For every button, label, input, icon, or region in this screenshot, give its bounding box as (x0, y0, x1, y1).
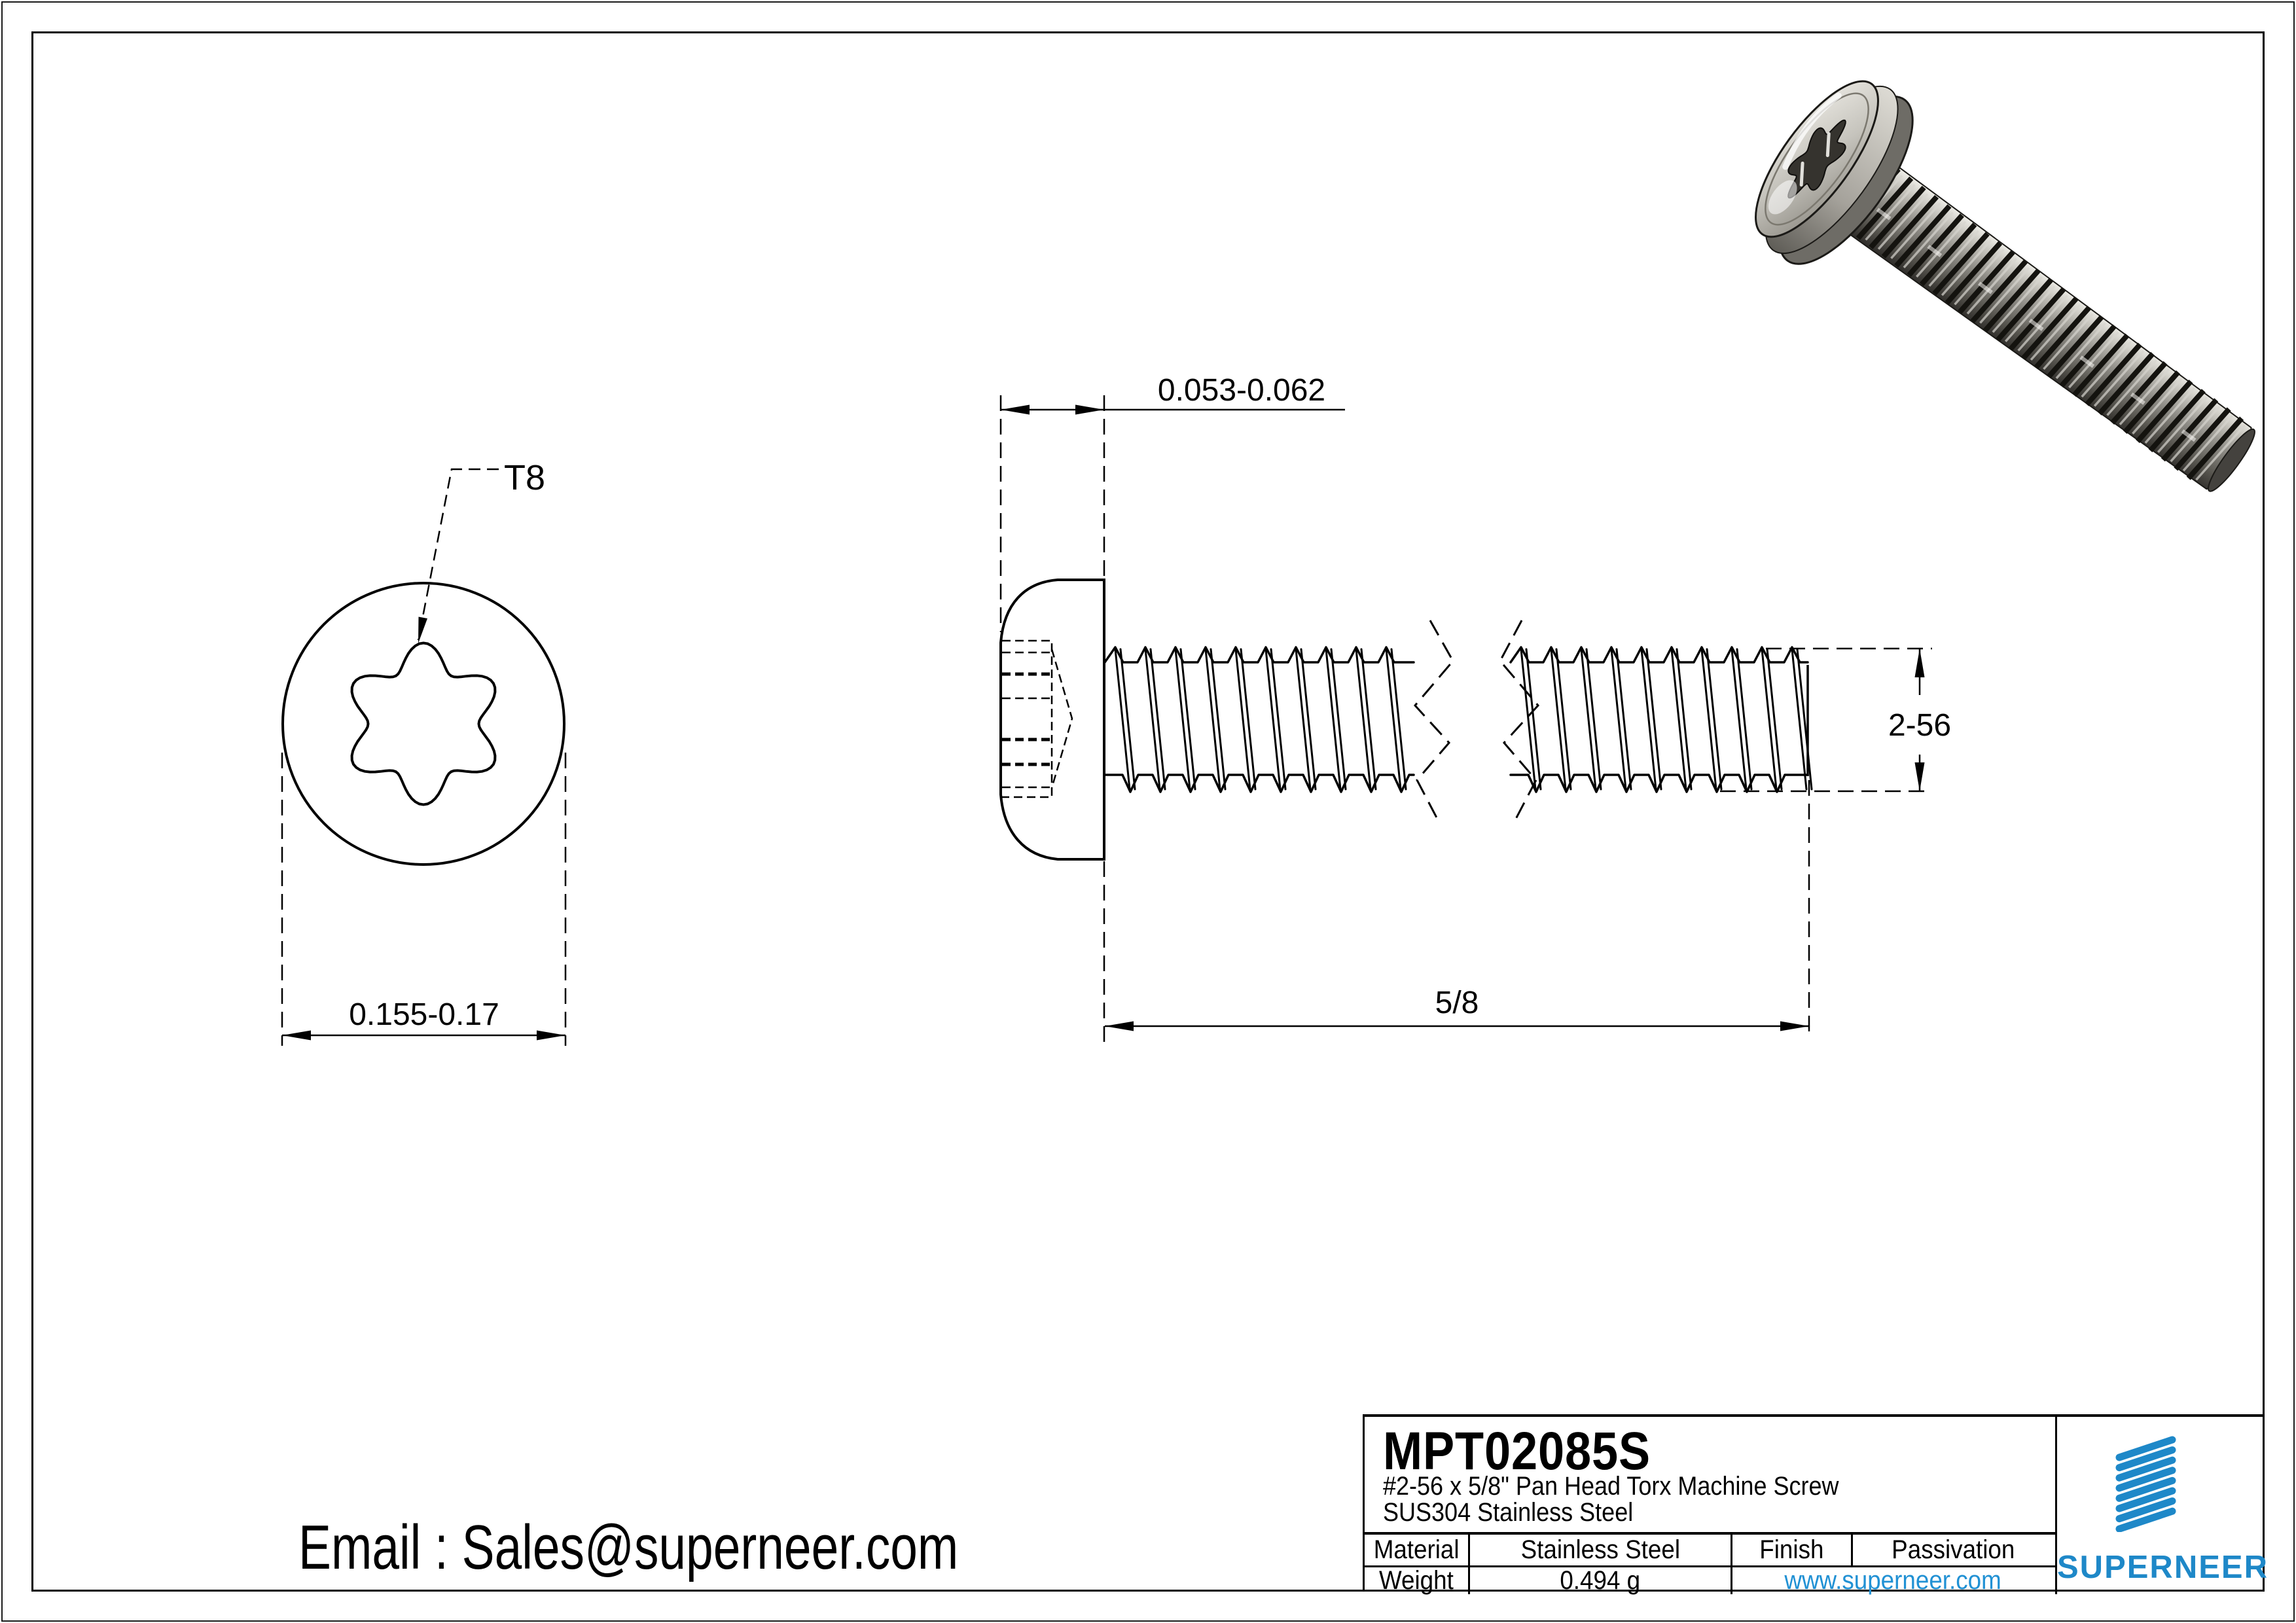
weight-value: 0.494 g (1560, 1566, 1641, 1595)
recess-glint (1799, 132, 1831, 187)
thread-segment-left (1103, 646, 1415, 793)
material-value: Stainless Steel (1520, 1535, 1680, 1564)
specular-highlight (1782, 92, 1842, 170)
thread-ridges (1831, 158, 2246, 481)
length-dimension: 5/8 (1435, 986, 1479, 1020)
specular-highlight (1768, 180, 1797, 215)
torx-recess-outline (350, 641, 497, 806)
dim-arrow (282, 1030, 311, 1041)
break-lines (1414, 620, 1539, 822)
part-material-description: SUS304 Stainless Steel (1383, 1498, 1634, 1527)
leader-arrowhead (418, 616, 427, 643)
finish-label: Finish (1759, 1535, 1824, 1564)
part-number: MPT02085S (1383, 1421, 1651, 1481)
extension-lines (999, 395, 1932, 1044)
dim-arrow (1914, 762, 1925, 791)
front-view (281, 468, 567, 1046)
thread-size-dimension: 2-56 (1888, 708, 1951, 743)
email-text: Email : Sales@superneer.com (298, 1512, 959, 1582)
head-outline-circle (281, 582, 565, 866)
dim-arrow (537, 1030, 565, 1041)
head-height-dimension: 0.053-0.062 (1158, 373, 1325, 408)
weight-value-cell: 0.494 g (1470, 1566, 1732, 1595)
material-value-cell: Stainless Steel (1470, 1535, 1732, 1565)
material-label: Material (1373, 1535, 1460, 1564)
torx-size-label: T8 (504, 458, 545, 497)
shaft-tip (2208, 428, 2255, 492)
material-label-cell: Material (1365, 1535, 1470, 1565)
dim-arrow (1780, 1021, 1809, 1031)
dim-arrow (1105, 1021, 1134, 1031)
side-view (999, 395, 1932, 1044)
thread-segment-right (1509, 646, 1813, 793)
diameter-ext-lines (281, 753, 567, 1046)
spec-row-weight-website: Weight 0.494 g www.superneer.com (1365, 1565, 2055, 1595)
superneer-logo-icon (2115, 1436, 2176, 1532)
torx-leader-line (417, 468, 499, 641)
finish-label-cell: Finish (1732, 1535, 1853, 1565)
shaft-glint (1876, 207, 2217, 457)
dim-arrow (1001, 404, 1030, 415)
title-block: MPT02085S #2-56 x 5/8" Pan Head Torx Mac… (1363, 1414, 2267, 1595)
sheet-border (31, 31, 2265, 1592)
weight-label: Weight (1379, 1566, 1454, 1595)
brand-name: SUPERNEER (2057, 1550, 2269, 1585)
finish-value-cell: Passivation (1853, 1535, 2053, 1565)
dim-arrow (1075, 404, 1104, 415)
screw-shaft (1820, 145, 2252, 490)
brand-column: SUPERNEER (2055, 1417, 2267, 1594)
head-diameter-dimension: 0.155-0.17 (349, 997, 499, 1032)
screw-3d-render (1755, 80, 2255, 492)
head-profile (999, 579, 1105, 861)
weight-label-cell: Weight (1365, 1566, 1470, 1595)
website-link[interactable]: www.superneer.com (1784, 1566, 2001, 1595)
torx-recess-hidden-lines (1002, 639, 1073, 798)
recess-cone-hidden-line (1050, 649, 1073, 789)
spec-table: Material Stainless Steel Finish Passivat… (1365, 1532, 2055, 1595)
dim-arrow (1914, 649, 1925, 677)
website-cell: www.superneer.com (1732, 1566, 2053, 1595)
part-description: #2-56 x 5/8" Pan Head Torx Machine Screw (1383, 1472, 1839, 1501)
spec-row-material-finish: Material Stainless Steel Finish Passivat… (1365, 1535, 2055, 1565)
finish-value: Passivation (1891, 1535, 2015, 1564)
